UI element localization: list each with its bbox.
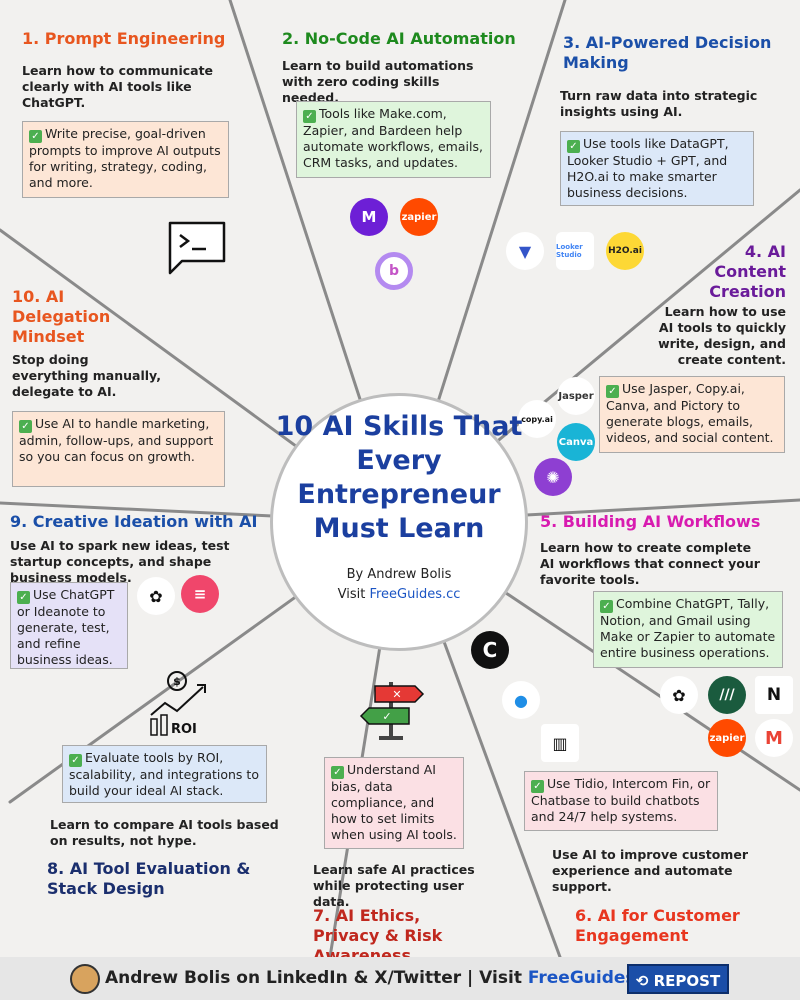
svg-text:✓: ✓ (382, 710, 391, 723)
ideanote-logo-icon: ≡ (181, 575, 219, 613)
section-description: Learn to compare AI tools based on resul… (50, 817, 279, 848)
roi-chart-icon: $ ROI (150, 671, 206, 737)
section-title: 3. AI-Powered Decision Making (563, 33, 772, 72)
repost-icon: ⟲ (635, 972, 654, 990)
center-hub: 10 AI Skills That Every Entrepreneur Mus… (270, 393, 528, 651)
terminal-icon (168, 221, 226, 275)
datagpt-logo-icon: ▼ (506, 232, 544, 270)
tip-box: ✓Understand AI bias, data compliance, an… (324, 757, 464, 849)
notion-logo-icon: N (755, 676, 793, 714)
tip-box: ✓Use tools like DataGPT, Looker Studio +… (560, 131, 754, 206)
tip-text: Use tools like DataGPT, Looker Studio + … (567, 136, 729, 200)
section-description: Learn to build automations with zero cod… (282, 58, 474, 105)
tip-box: ✓Use ChatGPT or Ideanote to generate, te… (10, 582, 128, 669)
tip-text: Use Jasper, Copy.ai, Canva, and Pictory … (606, 381, 774, 445)
section-description: Turn raw data into strategic insights us… (560, 88, 758, 119)
section-title: 2. No-Code AI Automation (282, 29, 516, 48)
author-line: By Andrew Bolis (346, 567, 452, 582)
tip-box: ✓Tools like Make.com, Zapier, and Bardee… (296, 101, 491, 178)
chatbase-logo-icon: C (471, 631, 509, 669)
section-title: 1. Prompt Engineering (22, 29, 226, 48)
tip-text: Use Tidio, Intercom Fin, or Chatbase to … (531, 776, 711, 824)
zapier-logo-icon: zapier (708, 719, 746, 757)
tally-logo-icon: /// (708, 676, 746, 714)
repost-button[interactable]: ⟲ REPOST (627, 964, 729, 994)
tip-text: Write precise, goal-driven prompts to im… (29, 126, 221, 190)
footer-text: Andrew Bolis on LinkedIn & X/Twitter | V… (105, 967, 674, 989)
section-title: 8. AI Tool Evaluation & Stack Design (47, 859, 251, 898)
tip-box: ✓Use Tidio, Intercom Fin, or Chatbase to… (524, 771, 718, 831)
section-description: Use AI to spark new ideas, test startup … (10, 538, 230, 585)
infographic-title: 10 AI Skills That Every Entrepreneur Mus… (275, 411, 523, 544)
freeguides-link[interactable]: FreeGuides.cc (369, 587, 461, 602)
section-description: Learn how to communicate clearly with AI… (22, 63, 214, 110)
tip-box: ✓Use Jasper, Copy.ai, Canva, and Pictory… (599, 376, 785, 453)
section-title: 4. AI Content Creation (709, 242, 786, 301)
svg-text:$: $ (173, 675, 181, 688)
check-icon: ✓ (606, 385, 619, 398)
section-title: 5. Building AI Workflows (540, 512, 761, 531)
section-description: Learn safe AI practices while protecting… (313, 862, 475, 909)
bardeen-logo-icon: b (375, 252, 413, 290)
copyai-logo-icon: copy.ai (518, 400, 556, 438)
jasper-logo-icon: Jasper (557, 377, 595, 415)
check-icon: ✓ (69, 754, 82, 767)
looker-studio-logo-icon: Looker Studio (556, 232, 594, 270)
check-icon: ✓ (567, 140, 580, 153)
tidio-logo-icon: ● (502, 681, 540, 719)
tip-text: Use AI to handle marketing, admin, follo… (19, 416, 214, 464)
make-logo-icon: M (350, 198, 388, 236)
section-title: 10. AI Delegation Mindset (12, 287, 111, 346)
section-description: Learn how to create complete AI workflow… (540, 540, 760, 587)
tip-box: ✓Use AI to handle marketing, admin, foll… (12, 411, 225, 487)
chatgpt-logo-icon: ✿ (660, 676, 698, 714)
section-description: Stop doing everything manually, delegate… (12, 352, 161, 399)
tip-box: ✓Combine ChatGPT, Tally, Notion, and Gma… (593, 591, 783, 668)
section-title: 9. Creative Ideation with AI (10, 512, 258, 531)
signpost-icon: ✕ ✓ (359, 682, 425, 740)
check-icon: ✓ (17, 591, 30, 604)
pictory-logo-icon: ✺ (534, 458, 572, 496)
section-title: 6. AI for Customer Engagement (575, 906, 740, 945)
check-icon: ✓ (331, 766, 344, 779)
tip-text: Evaluate tools by ROI, scalability, and … (69, 750, 259, 798)
chatgpt-logo-icon: ✿ (137, 577, 175, 615)
tip-box: ✓Evaluate tools by ROI, scalability, and… (62, 745, 267, 803)
check-icon: ✓ (29, 130, 42, 143)
footer-text-before: Andrew Bolis on LinkedIn & X/Twitter | V… (105, 968, 528, 988)
tip-text: Understand AI bias, data compliance, and… (331, 762, 457, 842)
footer-bar: Andrew Bolis on LinkedIn & X/Twitter | V… (0, 957, 800, 1000)
svg-text:✕: ✕ (392, 688, 401, 701)
check-icon: ✓ (19, 420, 32, 433)
check-icon: ✓ (303, 110, 316, 123)
tip-text: Combine ChatGPT, Tally, Notion, and Gmai… (600, 596, 776, 660)
canva-logo-icon: Canva (557, 423, 595, 461)
avatar (70, 964, 100, 994)
tip-text: Tools like Make.com, Zapier, and Bardeen… (303, 106, 483, 170)
section-description: Learn how to use AI tools to quickly wri… (658, 304, 786, 367)
check-icon: ✓ (531, 780, 544, 793)
intercom-logo-icon: ▥ (541, 724, 579, 762)
tip-box: ✓Write precise, goal-driven prompts to i… (22, 121, 229, 198)
tip-text: Use ChatGPT or Ideanote to generate, tes… (17, 587, 115, 667)
h2o-logo-icon: H2O.ai (606, 232, 644, 270)
svg-text:ROI: ROI (171, 722, 197, 737)
visit-prefix: Visit (337, 587, 370, 602)
repost-label: REPOST (653, 972, 721, 990)
visit-line: Visit FreeGuides.cc (273, 586, 525, 604)
check-icon: ✓ (600, 600, 613, 613)
section-description: Use AI to improve customer experience an… (552, 847, 748, 894)
zapier-logo-icon: zapier (400, 198, 438, 236)
gmail-logo-icon: M (755, 719, 793, 757)
